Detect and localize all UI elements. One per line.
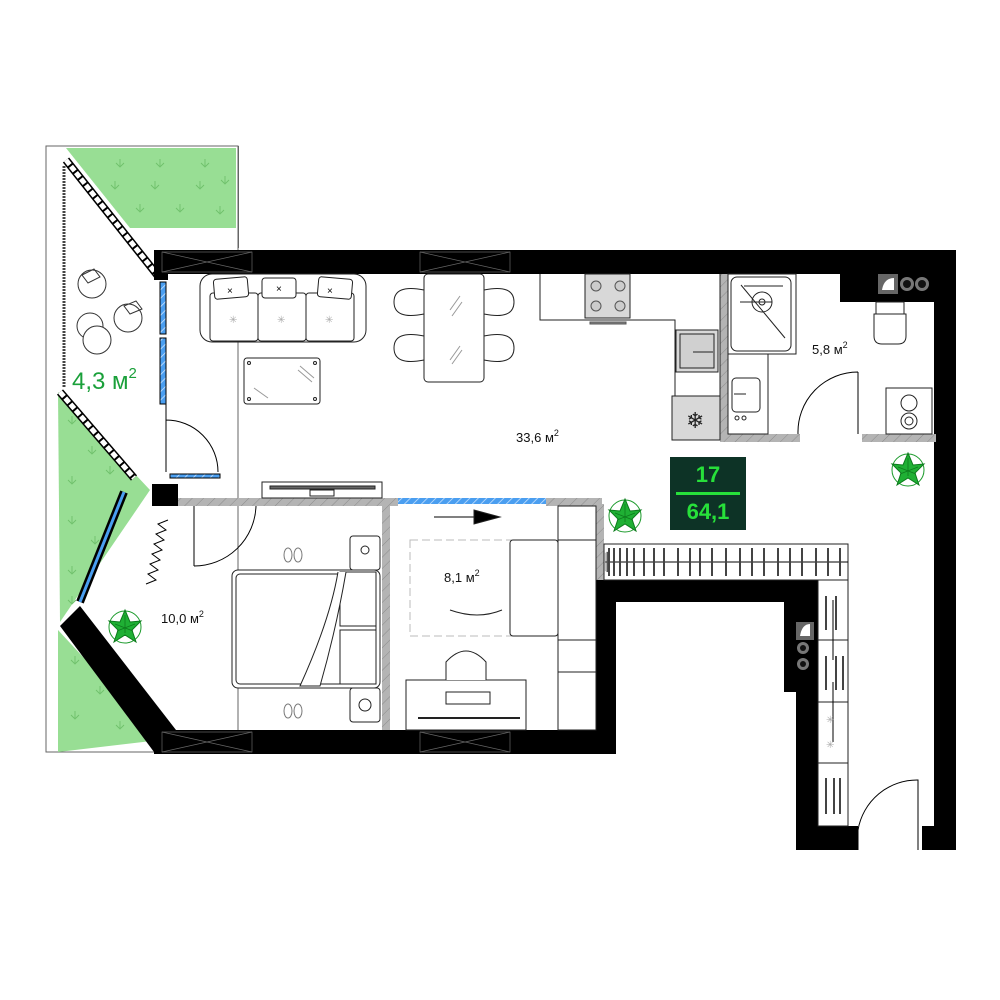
sofa-icon: × × × ✳ ✳ ✳	[199, 273, 367, 343]
svg-text:×: ×	[327, 286, 333, 297]
badge-divider	[676, 492, 740, 495]
apartment-number: 17	[695, 462, 721, 487]
svg-text:✳: ✳	[229, 315, 237, 326]
svg-text:✳: ✳	[826, 715, 834, 726]
round-table-icon	[76, 312, 112, 355]
room-area-bedroom: 10,0 м2	[161, 609, 204, 626]
sink-icon	[727, 353, 769, 435]
bed-icon	[231, 535, 381, 723]
electrical-panel-icon	[796, 622, 814, 670]
kitchen-counter	[539, 273, 721, 441]
room-area-study: 8,1 м2	[444, 568, 480, 585]
hangers-row	[608, 548, 844, 814]
svg-text:✳: ✳	[277, 315, 285, 326]
balcony-area	[45, 145, 239, 753]
partitions	[178, 274, 936, 730]
bathroom-door[interactable]	[797, 371, 859, 435]
svg-text:×: ×	[276, 284, 282, 295]
armchair-icon	[77, 268, 143, 333]
tv-stand-icon	[261, 481, 383, 499]
toilet-icon	[873, 301, 907, 345]
lawn-left	[58, 392, 150, 622]
coffee-table-icon	[243, 357, 321, 405]
fridge-snowflake-icon: ❄	[686, 409, 704, 434]
room-area-living-kitchen: 33,6 м2	[516, 428, 559, 445]
apartment-badge: 17 64,1	[670, 457, 746, 530]
plant-icon	[891, 452, 925, 487]
plant-icon	[608, 498, 642, 533]
ventilation-icon	[878, 274, 929, 294]
stove-icon	[589, 280, 627, 325]
exterior-walls	[60, 250, 956, 850]
room-area-balcony: 4,3 м2	[72, 365, 137, 395]
shower-icon	[727, 273, 797, 355]
slippers-icon	[283, 547, 303, 719]
bedroom-door[interactable]	[193, 505, 257, 567]
balcony-door[interactable]	[165, 404, 219, 473]
entrance-door[interactable]	[857, 779, 919, 850]
svg-text:✳: ✳	[325, 315, 333, 326]
svg-text:×: ×	[227, 286, 233, 297]
apartment-total-area: 64,1	[686, 499, 730, 524]
dining-table-icon	[393, 273, 515, 383]
study-furniture	[405, 505, 597, 731]
windows	[76, 281, 546, 604]
washing-machine-icon	[885, 387, 933, 435]
room-area-bathroom: 5,8 м2	[812, 340, 848, 357]
svg-text:✳: ✳	[826, 740, 834, 751]
lawn-top	[66, 148, 236, 228]
